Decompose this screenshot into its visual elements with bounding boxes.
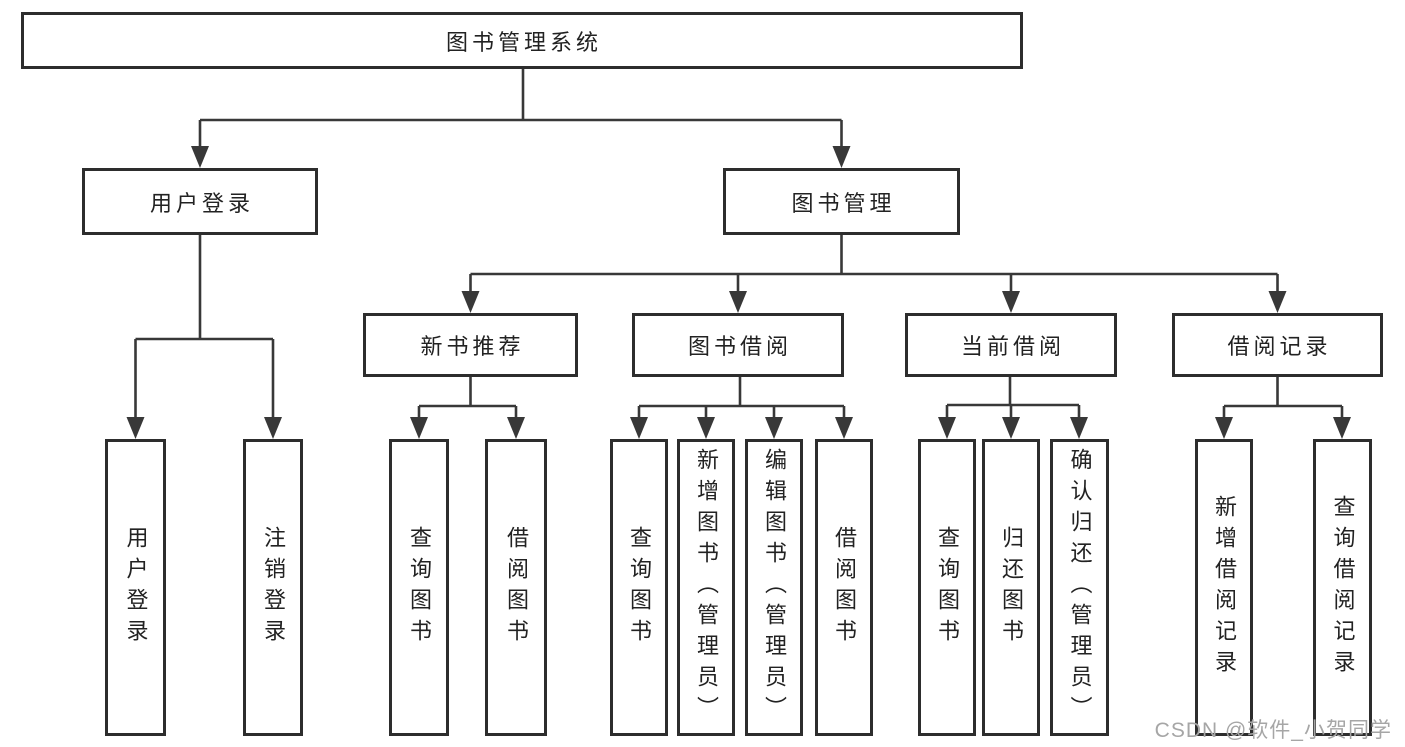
node-label: 查询借阅记录 [1330, 494, 1356, 681]
leaf-borrowing-query-books: 查询图书 [610, 439, 668, 736]
node-label: 用户登录 [123, 525, 149, 650]
node-label: 图书管理 [791, 190, 896, 216]
node-label: 当前借阅 [960, 334, 1065, 359]
csdn-watermark: CSDN @软件_小贺同学 [1154, 719, 1392, 742]
node-label: 借阅图书 [832, 525, 857, 650]
node-borrowing-records: 借阅记录 [1172, 313, 1383, 377]
node-label: 确认归还（管理员） [1067, 448, 1093, 727]
leaf-recommend-borrow-books: 借阅图书 [485, 439, 547, 736]
leaf-borrowing-edit-books-admin: 编辑图书（管理员） [745, 439, 803, 736]
node-label: 新书推荐 [420, 334, 525, 359]
node-label: 图书借阅 [687, 334, 792, 359]
leaf-current-confirm-return-admin: 确认归还（管理员） [1050, 439, 1109, 736]
leaf-borrowing-borrow-books: 借阅图书 [815, 439, 873, 736]
leaf-current-query-books: 查询图书 [918, 439, 976, 736]
leaf-record-add-borrow-record: 新增借阅记录 [1195, 439, 1253, 736]
node-label: 查询图书 [627, 525, 652, 650]
node-book-borrowing: 图书借阅 [632, 313, 844, 377]
leaf-borrowing-add-books-admin: 新增图书（管理员） [677, 439, 735, 736]
leaf-current-return-books: 归还图书 [982, 439, 1040, 736]
node-current-borrowing: 当前借阅 [905, 313, 1117, 377]
node-label: 借阅记录 [1227, 334, 1332, 359]
leaf-user-login: 用户登录 [105, 439, 166, 736]
leaf-logout: 注销登录 [243, 439, 303, 736]
node-label: 查询图书 [407, 525, 432, 650]
node-label: 注销登录 [261, 525, 286, 650]
node-label: 借阅图书 [504, 525, 529, 650]
node-label: 编辑图书（管理员） [762, 448, 787, 727]
node-user-login-branch: 用户登录 [82, 168, 318, 235]
node-label: 查询图书 [935, 525, 960, 650]
node-library-management-system: 图书管理系统 [21, 12, 1023, 69]
leaf-record-query-borrow-record: 查询借阅记录 [1313, 439, 1372, 736]
node-label: 新增图书（管理员） [694, 448, 719, 727]
node-new-book-recommendation: 新书推荐 [363, 313, 578, 377]
node-label: 归还图书 [999, 525, 1024, 650]
leaf-recommend-query-books: 查询图书 [389, 439, 449, 736]
node-book-management-branch: 图书管理 [723, 168, 960, 235]
node-label: 新增借阅记录 [1212, 494, 1237, 681]
node-label: 图书管理系统 [445, 29, 602, 55]
node-label: 用户登录 [149, 190, 254, 216]
